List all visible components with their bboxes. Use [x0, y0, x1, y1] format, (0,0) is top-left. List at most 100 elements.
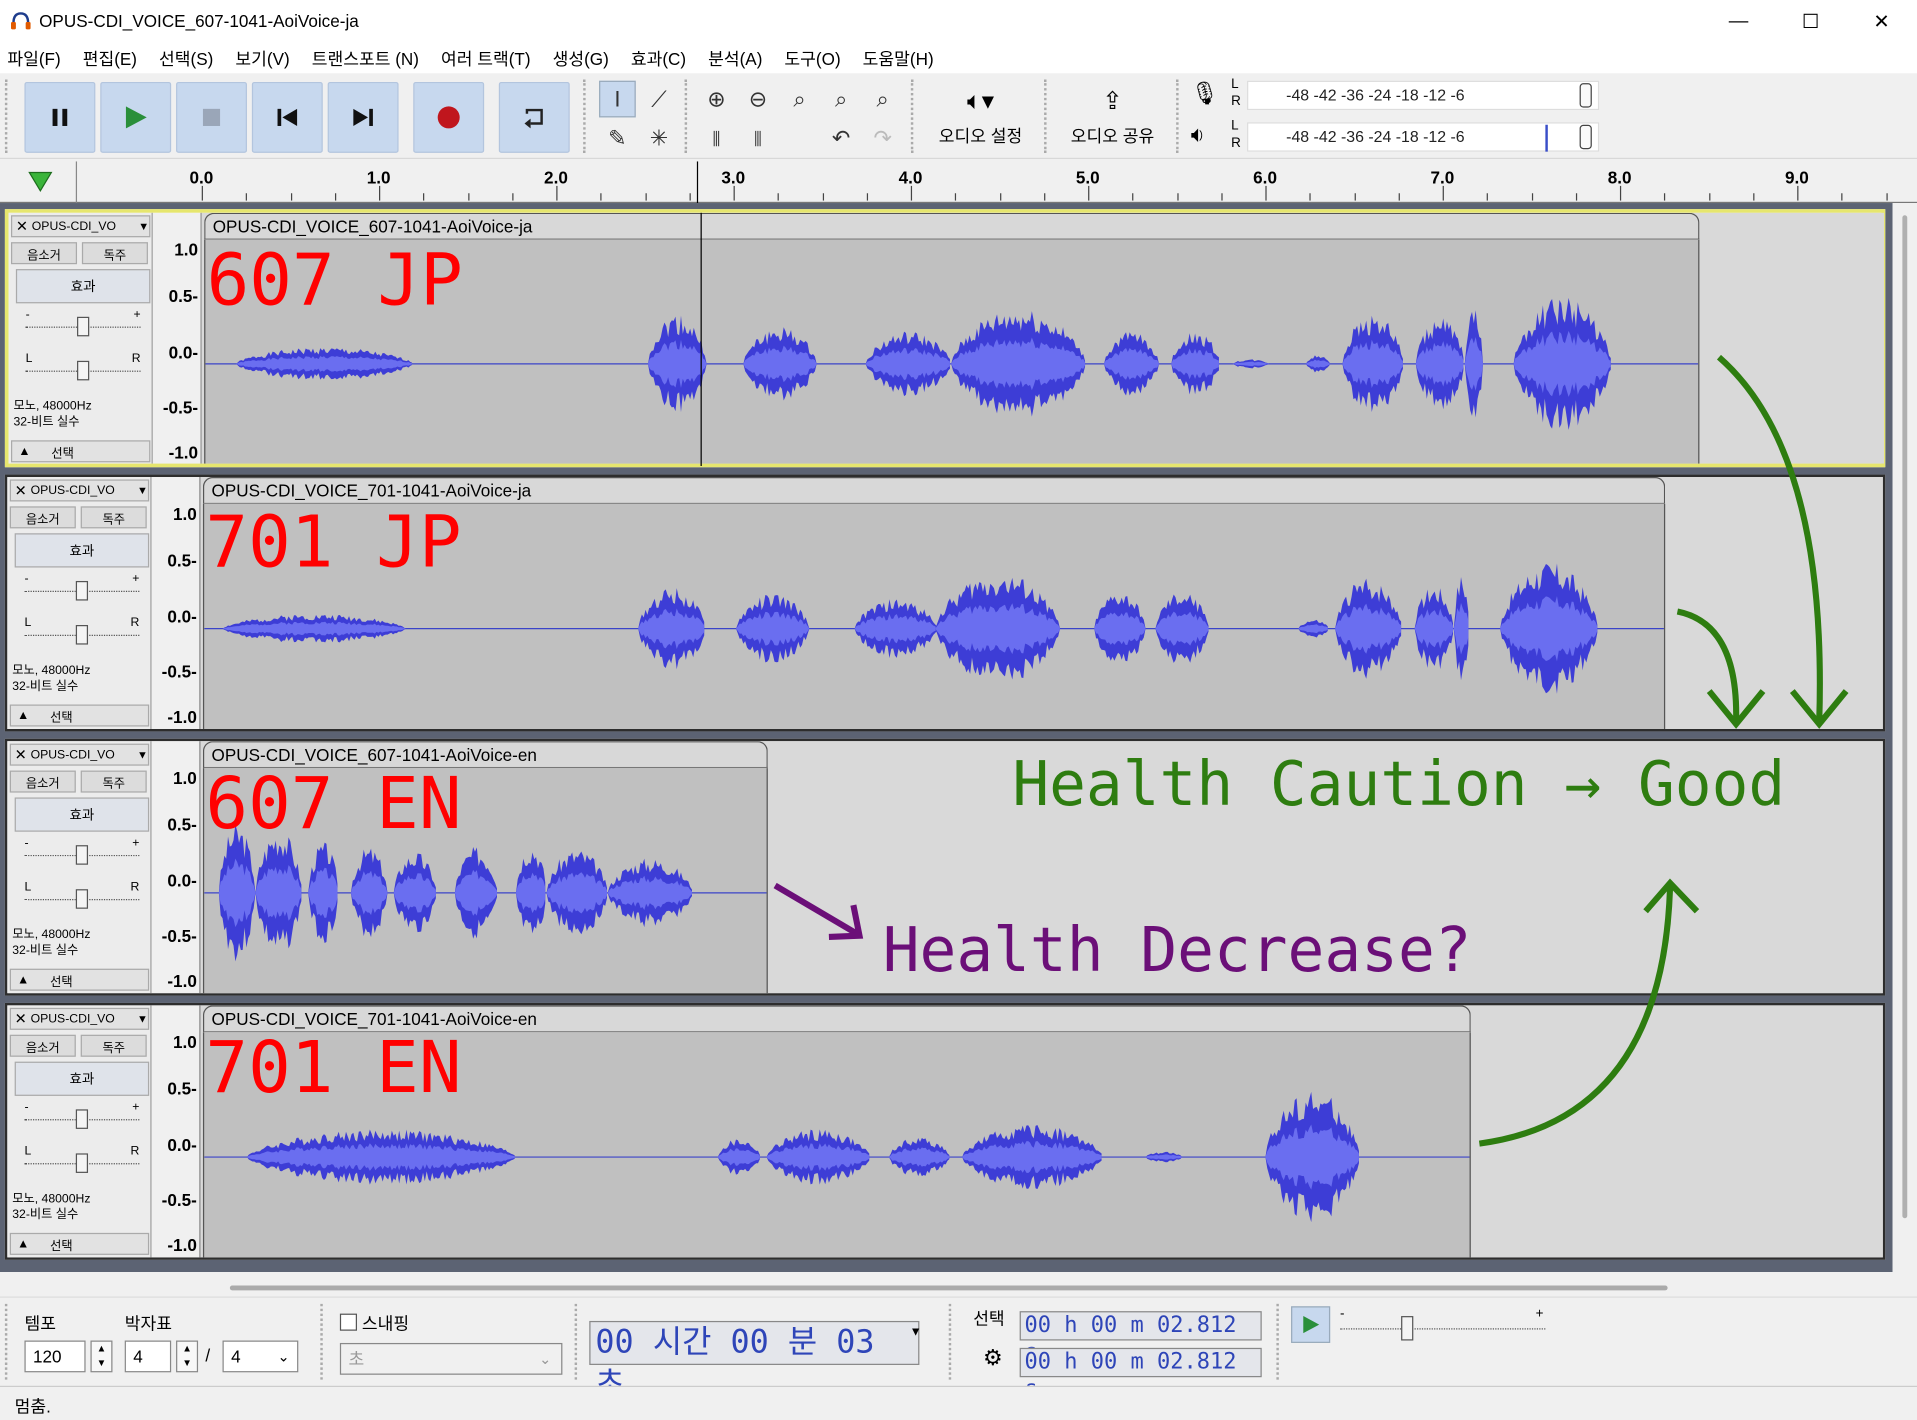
gain-slider[interactable]: -+	[24, 572, 140, 602]
solo-button[interactable]: 독주	[80, 770, 147, 793]
vertical-scale[interactable]: 1.0 0.5- 0.0- -0.5- -1.0	[151, 477, 201, 729]
clip-title[interactable]: OPUS-CDI_VOICE_607-1041-AoiVoice-en	[202, 741, 768, 769]
mute-button[interactable]: 음소거	[9, 506, 76, 529]
menu-generate[interactable]: 생성(G)	[552, 48, 609, 69]
mute-button[interactable]: 음소거	[9, 1034, 76, 1057]
redo-icon[interactable]: ↷	[873, 125, 892, 150]
audio-clip[interactable]	[202, 768, 768, 994]
menu-select[interactable]: 선택(S)	[159, 48, 214, 69]
gain-slider[interactable]: -+	[25, 308, 141, 338]
tempo-stepper[interactable]: ▲▼	[90, 1340, 113, 1373]
menu-analyze[interactable]: 분석(A)	[708, 48, 763, 69]
selection-end-time[interactable]: 00 h 00 m 02.812 s	[1019, 1347, 1262, 1402]
menu-view[interactable]: 보기(V)	[235, 48, 290, 69]
time-display-menu-icon[interactable]: ▼	[909, 1325, 922, 1340]
playback-speed-slider[interactable]: - +	[1339, 1306, 1548, 1343]
speaker-meter-icon[interactable]: 🔉︎	[1190, 122, 1205, 147]
toolbar-grip[interactable]	[4, 79, 10, 153]
time-display[interactable]: 00 시간 00 분 03 초	[589, 1320, 920, 1403]
effects-button[interactable]: 효과	[14, 533, 150, 568]
selection-start-time[interactable]: 00 h 00 m 02.812 s	[1019, 1311, 1262, 1365]
collapse-icon[interactable]: ▲	[17, 708, 30, 723]
pause-button[interactable]	[24, 81, 96, 153]
audio-clip[interactable]	[204, 239, 1700, 464]
close-track-icon[interactable]: ✕	[14, 481, 27, 500]
solo-button[interactable]: 독주	[81, 242, 148, 265]
zoom-toggle-icon[interactable]: ⌕	[876, 86, 889, 111]
clip-title[interactable]: OPUS-CDI_VOICE_701-1041-AoiVoice-en	[202, 1005, 1471, 1033]
close-track-icon[interactable]: ✕	[14, 1010, 27, 1028]
toolbar-grip[interactable]	[4, 1303, 10, 1380]
silence-audio-icon[interactable]: ⫼	[754, 127, 762, 148]
menu-file[interactable]: 파일(F)	[7, 48, 61, 69]
solo-button[interactable]: 독주	[80, 1034, 147, 1057]
fit-selection-icon[interactable]: ⌕	[793, 86, 806, 111]
close-window-button[interactable]: ✕	[1873, 12, 1890, 34]
play-at-speed-button[interactable]	[1291, 1306, 1331, 1343]
audio-setup-button[interactable]: 🔈︎▾ 오디오 설정	[924, 78, 1036, 154]
snapping-checkbox[interactable]	[339, 1313, 357, 1331]
track-menu[interactable]: ✕OPUS-CDI_VO▼	[9, 479, 150, 502]
toolbar-grip[interactable]	[1276, 1303, 1281, 1380]
select-button[interactable]: 선택	[50, 711, 73, 725]
track-menu[interactable]: ✕OPUS-CDI_VO▼	[11, 215, 151, 238]
vertical-scale[interactable]: 1.0 0.5- 0.0- -0.5- -1.0	[152, 212, 202, 464]
track-select-bar[interactable]: ▲선택	[11, 440, 151, 463]
mute-button[interactable]: 음소거	[11, 242, 78, 265]
recording-meter[interactable]: L R -48 -42 -36 -24 -18 -12 -6	[1230, 77, 1602, 112]
draw-tool-icon[interactable]: ✎	[608, 125, 627, 150]
audio-share-button[interactable]: ⇪ 오디오 공유	[1056, 78, 1168, 154]
close-track-icon[interactable]: ✕	[15, 217, 29, 235]
snap-unit-select[interactable]: 초⌄	[339, 1342, 563, 1375]
gear-icon[interactable]: ⚙︎	[982, 1345, 1003, 1370]
envelope-tool-icon[interactable]: ⟋	[651, 86, 667, 111]
toolbar-grip[interactable]	[574, 1303, 580, 1380]
play-button[interactable]	[100, 81, 172, 153]
audio-clip[interactable]	[202, 1032, 1471, 1258]
selection-tool-icon[interactable]: Ι	[599, 80, 636, 118]
microphone-icon[interactable]: 🎙︎	[1190, 80, 1219, 106]
vertical-scale[interactable]: 1.0 0.5- 0.0- -0.5- -1.0	[151, 741, 201, 994]
loop-button[interactable]	[498, 81, 570, 153]
menu-edit[interactable]: 편집(E)	[82, 48, 138, 69]
menu-help[interactable]: 도움말(H)	[862, 48, 934, 69]
select-button[interactable]: 선택	[50, 975, 73, 989]
minimize-button[interactable]: —	[1728, 11, 1749, 32]
track-select-bar[interactable]: ▲선택	[9, 1232, 150, 1255]
trim-audio-icon[interactable]: ⫼	[712, 127, 721, 148]
maximize-button[interactable]: ☐	[1801, 12, 1820, 34]
toolbar-grip[interactable]	[948, 1303, 954, 1380]
clip-title[interactable]: OPUS-CDI_VOICE_701-1041-AoiVoice-ja	[202, 477, 1666, 504]
menu-effect[interactable]: 효과(C)	[630, 48, 687, 69]
gain-slider[interactable]: -+	[24, 1101, 140, 1130]
stop-button[interactable]	[176, 81, 247, 153]
time-signature-numerator[interactable]: 4	[124, 1340, 172, 1373]
toolbar-grip[interactable]	[684, 79, 690, 153]
playhead-marker[interactable]	[696, 161, 699, 204]
clip-title[interactable]: OPUS-CDI_VOICE_607-1041-AoiVoice-ja	[204, 212, 1700, 240]
vertical-scrollbar[interactable]	[1892, 203, 1917, 1273]
mute-button[interactable]: 음소거	[9, 770, 76, 793]
time-signature-denominator[interactable]: 4⌄	[222, 1340, 299, 1373]
tempo-input[interactable]: 120	[24, 1340, 86, 1373]
track-select-bar[interactable]: ▲ 선택	[9, 704, 150, 727]
zoom-in-icon[interactable]: ⊕	[707, 86, 726, 111]
multi-tool-icon[interactable]: ✳	[649, 125, 669, 150]
track-select-bar[interactable]: ▲선택	[9, 968, 150, 991]
timeline-ruler[interactable]: 0.0 1.0 2.0 3.0 4.0 5.0 6.0 7.0 8.0 9.0	[0, 161, 1917, 204]
audio-clip[interactable]	[202, 503, 1666, 729]
solo-button[interactable]: 독주	[80, 506, 147, 529]
playback-meter[interactable]: L R -48 -42 -36 -24 -18 -12 -6	[1230, 119, 1602, 154]
effects-button[interactable]: 효과	[15, 269, 151, 304]
track-menu[interactable]: ✕OPUS-CDI_VO▼	[9, 1007, 150, 1030]
timeline-options-icon[interactable]	[27, 169, 54, 193]
undo-icon[interactable]: ↶	[831, 125, 851, 150]
numerator-stepper[interactable]: ▲▼	[176, 1340, 199, 1373]
effects-button[interactable]: 효과	[14, 797, 150, 832]
toolbar-grip[interactable]	[583, 79, 588, 153]
gain-slider[interactable]: -+	[24, 837, 140, 866]
